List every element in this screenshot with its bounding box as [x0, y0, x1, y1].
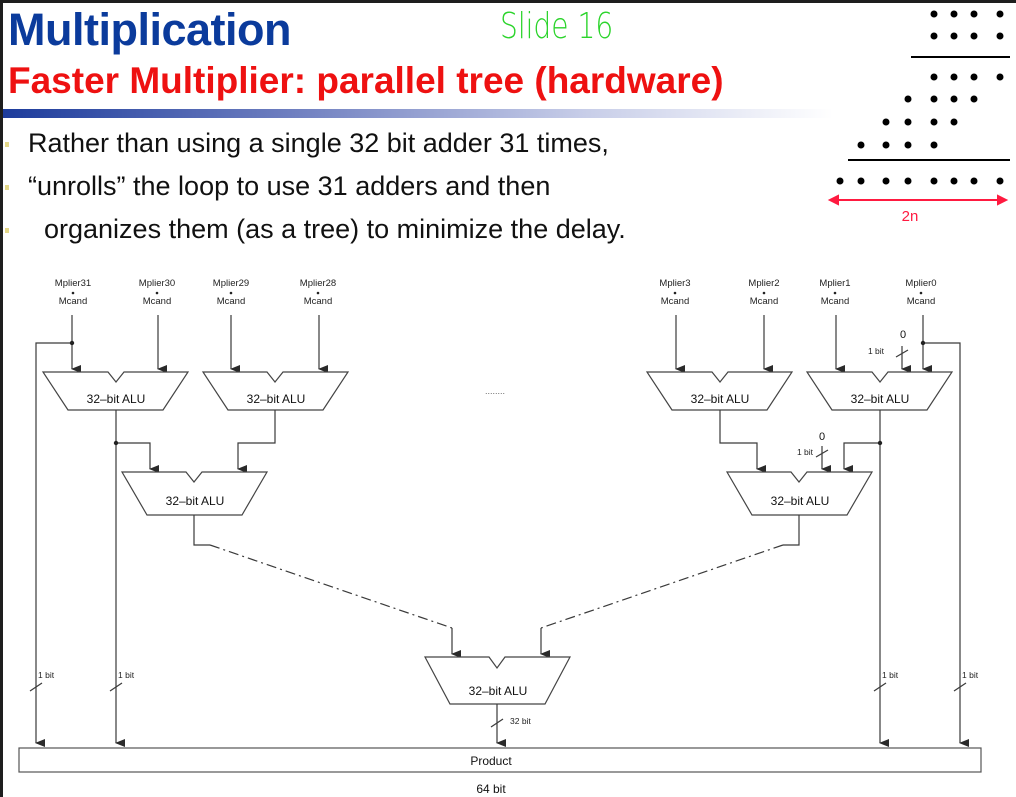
alu-label: 32–bit ALU [247, 392, 306, 406]
bit-width-label: 1 bit [118, 670, 135, 680]
bullet-icon [5, 142, 9, 147]
slide-title: Multiplication [8, 4, 291, 55]
alu-label: 32–bit ALU [691, 392, 750, 406]
alu-label: 32–bit ALU [87, 392, 146, 406]
svg-text:Mcand: Mcand [59, 296, 88, 307]
title-divider-bar [3, 109, 833, 118]
svg-text:Mplier28: Mplier28 [300, 278, 336, 289]
svg-text:Mplier3: Mplier3 [659, 278, 690, 289]
svg-text:Mcand: Mcand [907, 296, 936, 307]
width-label: 2n [902, 208, 919, 225]
bit-width-label: 32 bit [510, 716, 531, 726]
bullet-icon [5, 185, 9, 190]
window-top-border [0, 0, 1016, 3]
alu-label: 32–bit ALU [469, 684, 528, 698]
svg-text:Mcand: Mcand [821, 296, 850, 307]
svg-text:Mplier1: Mplier1 [819, 278, 850, 289]
bit-width-label: 1 bit [797, 447, 814, 457]
product-label: Product [470, 754, 512, 768]
dot-multiplication-figure: 2n [827, 10, 1010, 225]
product-register [18, 747, 982, 773]
window-left-border [0, 0, 3, 797]
ellipsis-label: ........ [485, 386, 505, 396]
alu-label: 32–bit ALU [166, 494, 225, 508]
svg-text:Mplier30: Mplier30 [139, 278, 175, 289]
slide-subtitle: Faster Multiplier: parallel tree (hardwa… [8, 60, 724, 101]
zero-input-label: 0 [900, 329, 906, 341]
svg-text:Mcand: Mcand [143, 296, 172, 307]
svg-text:Mcand: Mcand [217, 296, 246, 307]
svg-text:Mplier0: Mplier0 [905, 278, 936, 289]
svg-text:Mplier31: Mplier31 [55, 278, 91, 289]
bit-width-label: 1 bit [882, 670, 899, 680]
svg-text:Mcand: Mcand [661, 296, 690, 307]
bullet-icon [5, 228, 9, 233]
product-width-label: 64 bit [476, 782, 506, 796]
alu-label: 32–bit ALU [851, 392, 910, 406]
handwritten-slide-number: Slide 16 [500, 6, 614, 47]
bit-width-label: 1 bit [962, 670, 979, 680]
svg-text:Mplier2: Mplier2 [748, 278, 779, 289]
alu-label: 32–bit ALU [771, 494, 830, 508]
zero-input-label: 0 [819, 431, 825, 443]
svg-text:Mcand: Mcand [750, 296, 779, 307]
svg-text:Mplier29: Mplier29 [213, 278, 249, 289]
bit-width-label: 1 bit [38, 670, 55, 680]
bit-width-label: 1 bit [868, 346, 885, 356]
svg-text:Mcand: Mcand [304, 296, 333, 307]
